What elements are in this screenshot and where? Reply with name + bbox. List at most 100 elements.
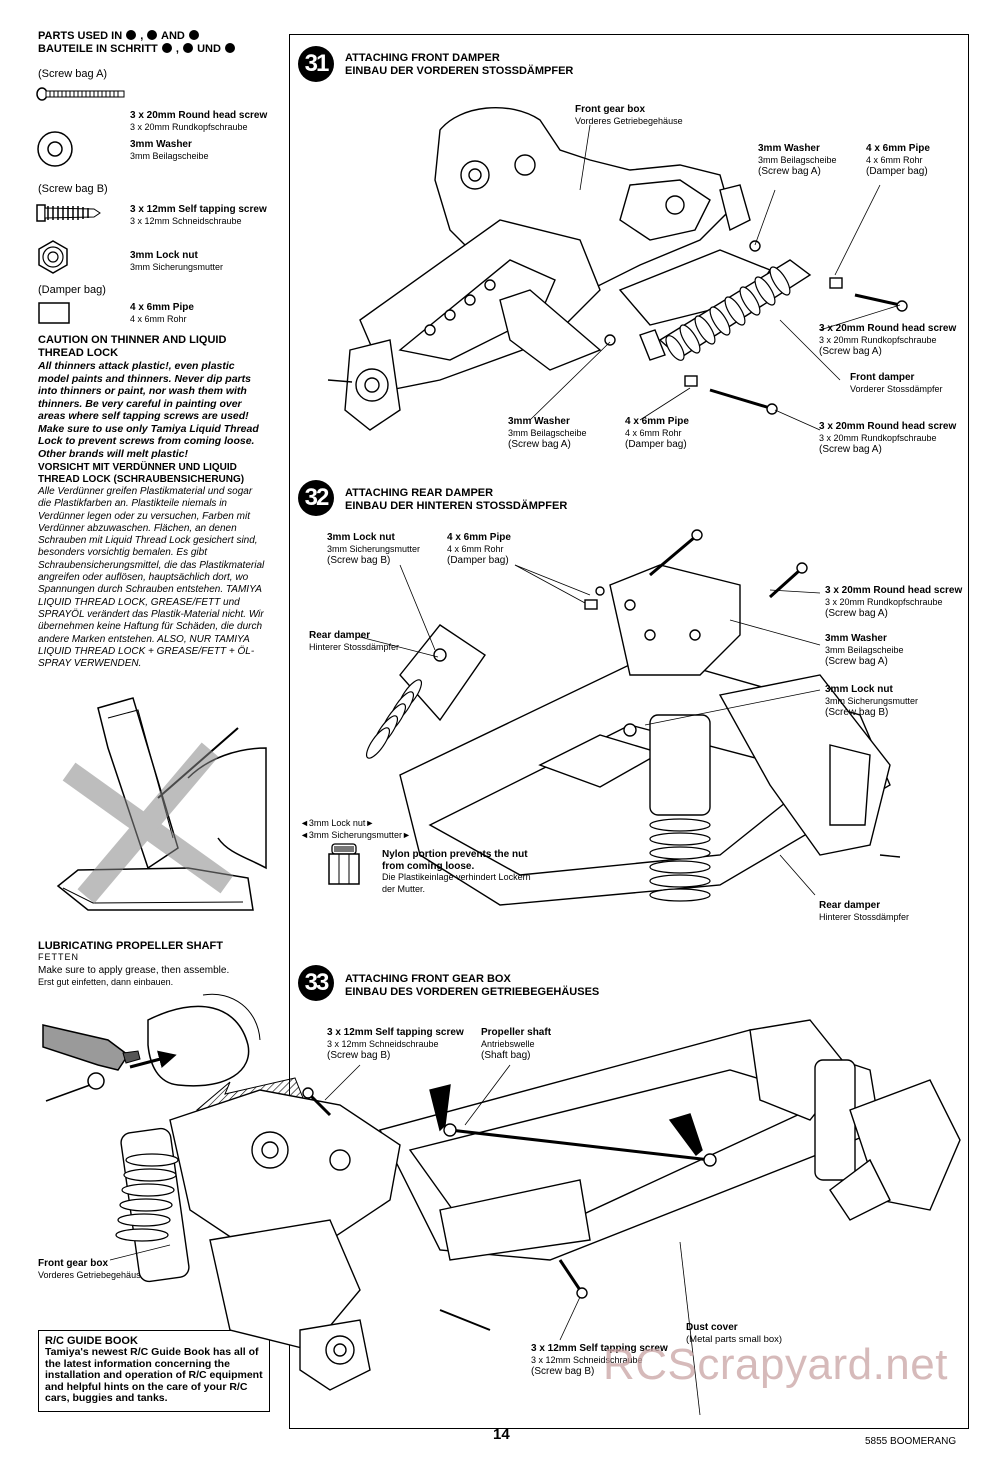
- s32-rear-damper-en: Rear damper: [309, 630, 371, 641]
- s31-damper-de: Vorderer Stossdämpfer: [850, 383, 943, 394]
- screw-de: 3 x 20mm Rundkopfschraube: [130, 122, 248, 132]
- s31-pipe2-de: 4 x 6mm Rohr: [625, 427, 682, 438]
- s33-title-de: EINBAU DES VORDEREN GETRIEBEGEHÄUSES: [345, 986, 600, 998]
- s33-gearbox-en: Front gear box: [38, 1258, 109, 1269]
- vorsicht-text: Alle Verdünner greifen Plastikmaterial u…: [38, 486, 265, 670]
- s33-shaft-bag: (Shaft bag): [481, 1050, 531, 1061]
- s32-locknut2-en: 3mm Lock nut: [825, 684, 893, 695]
- vorsicht-title: VORSICHT MIT VERDÜNNER UND LIQUID THREAD…: [38, 462, 245, 485]
- nylon-lock-nut-icon: [328, 843, 360, 885]
- front-gearbox-assembly-drawing: [109, 1019, 961, 1416]
- step-31-number: 31: [298, 46, 334, 82]
- s31-screw-en: 3 x 20mm Round head screw: [819, 323, 957, 334]
- s32-washer-bag: (Screw bag A): [825, 656, 888, 667]
- s32-nut-note-de: ◄3mm Sicherungsmutter►: [300, 829, 411, 840]
- locknut-en: 3mm Lock nut: [130, 250, 198, 261]
- s32-title-de: EINBAU DER HINTEREN STOSSDÄMPFER: [345, 500, 568, 512]
- s31-pipe-en: 4 x 6mm Pipe: [866, 143, 930, 154]
- step-32-marker-icon: [147, 30, 158, 40]
- s31-gearbox-en: Front gear box: [575, 104, 646, 115]
- step-31-marker-icon: [126, 30, 137, 40]
- tapping-en: 3 x 12mm Self tapping screw: [130, 204, 267, 215]
- s33-tapping-bag: (Screw bag B): [327, 1050, 391, 1061]
- s32-nylon-de: Die Plastikeinlage verhindert Lockern de…: [382, 872, 531, 894]
- s31-washer-bag: (Screw bag A): [758, 166, 821, 177]
- s31-washer2-de: 3mm Beilagscheibe: [508, 427, 587, 438]
- s31-washer-de: 3mm Beilagscheibe: [758, 154, 837, 165]
- round-head-screw-icon: [36, 87, 125, 101]
- s32-rear-damper2-en: Rear damper: [819, 900, 881, 911]
- s33-title-en: ATTACHING FRONT GEAR BOX: [345, 973, 511, 985]
- guide-text: Tamiya's newest R/C Guide Book has all o…: [45, 1346, 263, 1404]
- lock-nut-icon: [38, 240, 68, 274]
- s31-screw-de: 3 x 20mm Rundkopfschraube: [819, 334, 937, 345]
- s32-locknut2-de: 3mm Sicherungsmutter: [825, 695, 919, 706]
- s31-damper-en: Front damper: [850, 372, 915, 383]
- s32-pipe-de: 4 x 6mm Rohr: [447, 543, 504, 554]
- pipe-icon: [38, 302, 70, 324]
- s31-pipe2-en: 4 x 6mm Pipe: [625, 416, 689, 427]
- page-number: 14: [493, 1426, 510, 1443]
- washer-icon: [37, 131, 73, 167]
- thinner-caution-illustration: [56, 697, 267, 911]
- locknut-de: 3mm Sicherungsmutter: [130, 262, 224, 272]
- s33-dust-en: Dust cover: [686, 1322, 738, 1333]
- s31-screw2-bag: (Screw bag A): [819, 444, 882, 455]
- s33-tapping2-de: 3 x 12mm Schneidschraube: [531, 1354, 643, 1365]
- s31-pipe-de: 4 x 6mm Rohr: [866, 154, 923, 165]
- s33-tapping-en: 3 x 12mm Self tapping screw: [327, 1027, 464, 1038]
- step-32-number: 32: [298, 480, 334, 516]
- parts-title-en: PARTS USED IN: [38, 30, 123, 42]
- bag-a-label: (Screw bag A): [38, 68, 108, 80]
- s32-title-en: ATTACHING REAR DAMPER: [345, 487, 494, 499]
- bag-damper-label: (Damper bag): [38, 284, 106, 296]
- s32-pipe-en: 4 x 6mm Pipe: [447, 532, 511, 543]
- s32-screw-bag: (Screw bag A): [825, 608, 888, 619]
- step-32-marker-icon: [183, 43, 194, 53]
- step-33-marker-icon: [188, 30, 199, 40]
- grease-tube-illustration: [42, 993, 261, 1102]
- s32-nylon-en: Nylon portion prevents the nut from comi…: [382, 849, 528, 872]
- caution-title: CAUTION ON THINNER AND LIQUID THREAD LOC…: [38, 334, 227, 359]
- s33-shaft-de: Antriebswelle: [481, 1038, 535, 1049]
- s31-washer2-en: 3mm Washer: [508, 416, 570, 427]
- guide-title: R/C GUIDE BOOK: [45, 1335, 138, 1347]
- s32-pipe-bag: (Damper bag): [447, 555, 509, 566]
- s33-tapping-de: 3 x 12mm Schneidschraube: [327, 1038, 439, 1049]
- s33-tapping2-en: 3 x 12mm Self tapping screw: [531, 1343, 668, 1354]
- model-code: 5855 BOOMERANG: [865, 1436, 957, 1447]
- s31-pipe2-bag: (Damper bag): [625, 439, 687, 450]
- step-31-marker-icon: [161, 43, 172, 53]
- s31-screw-bag: (Screw bag A): [819, 346, 882, 357]
- s31-washer-en: 3mm Washer: [758, 143, 820, 154]
- s31-screw2-de: 3 x 20mm Rundkopfschraube: [819, 432, 937, 443]
- parts-title-de-und: UND: [197, 43, 221, 55]
- instruction-panel: [289, 34, 969, 1429]
- s32-washer-en: 3mm Washer: [825, 633, 887, 644]
- s32-locknut-de: 3mm Sicherungsmutter: [327, 543, 421, 554]
- step-33-number: 33: [298, 965, 334, 1001]
- caution-text: All thinners attack plastic!, even plast…: [38, 360, 259, 460]
- lube-en-text: Make sure to apply grease, then assemble…: [38, 965, 230, 976]
- washer-de: 3mm Beilagscheibe: [130, 151, 209, 161]
- s33-gearbox-de: Vorderes Getriebegehäuse: [38, 1270, 146, 1280]
- s33-shaft-en: Propeller shaft: [481, 1027, 552, 1038]
- lube-de-text: Erst gut einfetten, dann einbauen.: [38, 977, 174, 987]
- s31-screw2-en: 3 x 20mm Round head screw: [819, 421, 957, 432]
- parts-used-header: PARTS USED IN , AND BAUTEILE IN SCHRITT …: [38, 30, 236, 56]
- pipe-de: 4 x 6mm Rohr: [130, 314, 187, 324]
- parts-title-en-and: AND: [161, 30, 185, 42]
- pipe-en: 4 x 6mm Pipe: [130, 302, 194, 313]
- s31-title-de: EINBAU DER VORDEREN STOSSDÄMPFER: [345, 65, 574, 77]
- washer-en: 3mm Washer: [130, 139, 192, 150]
- s32-locknut-bag: (Screw bag B): [327, 555, 391, 566]
- lube-title: LUBRICATING PROPELLER SHAFT: [38, 940, 223, 952]
- lube-de: FETTEN: [38, 952, 79, 962]
- step-33-marker-icon: [224, 43, 235, 53]
- rear-damper-assembly-drawing: [359, 529, 901, 906]
- s33-tapping2-bag: (Screw bag B): [531, 1366, 595, 1377]
- tapping-de: 3 x 12mm Schneidschraube: [130, 216, 242, 226]
- s32-locknut2-bag: (Screw bag B): [825, 707, 889, 718]
- front-damper-assembly-drawing: [327, 107, 908, 431]
- rc-guide-book-box: R/C GUIDE BOOK Tamiya's newest R/C Guide…: [38, 1330, 270, 1412]
